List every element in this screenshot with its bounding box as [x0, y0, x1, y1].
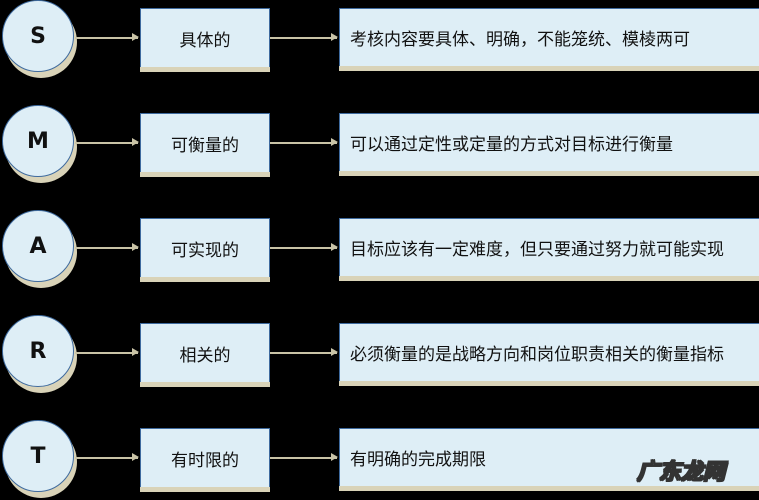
term-box: 具体的	[140, 8, 270, 67]
arrow-connector	[75, 244, 139, 250]
arrow-connector	[270, 139, 338, 145]
term-box: 相关的	[140, 323, 270, 382]
letter-circle: S	[2, 0, 74, 72]
letter-circle: T	[2, 420, 74, 492]
term-box: 有时限的	[140, 428, 270, 487]
description-box: 必须衡量的是战略方向和岗位职责相关的衡量指标	[339, 323, 759, 381]
letter-circle: A	[2, 210, 74, 282]
arrow-connector	[75, 454, 139, 460]
description-box: 考核内容要具体、明确，不能笼统、模棱两可	[339, 8, 759, 66]
arrow-connector	[75, 349, 139, 355]
smart-row-s: S 具体的 考核内容要具体、明确，不能笼统、模棱两可	[0, 0, 759, 80]
letter-circle: R	[2, 315, 74, 387]
arrow-connector	[270, 349, 338, 355]
description-box: 可以通过定性或定量的方式对目标进行衡量	[339, 113, 759, 171]
smart-row-a: A 可实现的 目标应该有一定难度，但只要通过努力就可能实现	[0, 210, 759, 290]
description-box: 目标应该有一定难度，但只要通过努力就可能实现	[339, 218, 759, 276]
arrow-connector	[270, 244, 338, 250]
term-box: 可衡量的	[140, 113, 270, 172]
smart-row-r: R 相关的 必须衡量的是战略方向和岗位职责相关的衡量指标	[0, 315, 759, 395]
description-box: 有明确的完成期限	[339, 428, 759, 486]
arrow-connector	[270, 34, 338, 40]
watermark: 广东龙网	[636, 460, 725, 486]
arrow-connector	[75, 139, 139, 145]
term-box: 可实现的	[140, 218, 270, 277]
smart-row-m: M 可衡量的 可以通过定性或定量的方式对目标进行衡量	[0, 105, 759, 185]
arrow-connector	[75, 34, 139, 40]
letter-circle: M	[2, 105, 74, 177]
smart-row-t: T 有时限的 有明确的完成期限	[0, 420, 759, 500]
arrow-connector	[270, 454, 338, 460]
